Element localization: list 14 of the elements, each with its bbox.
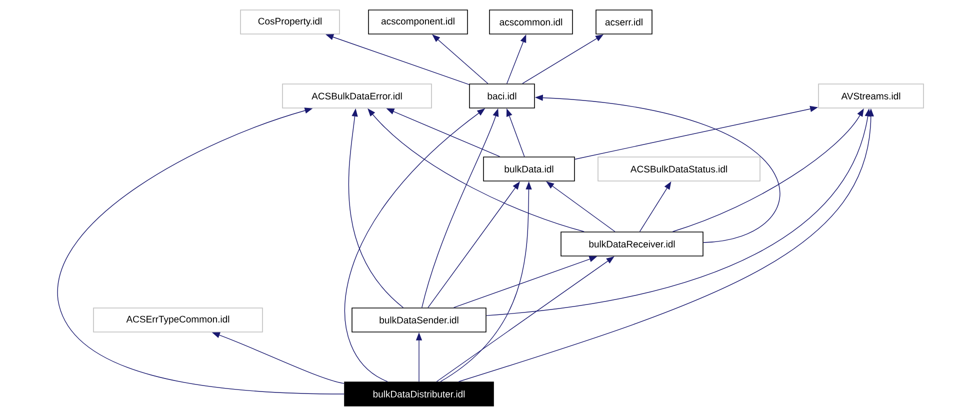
file-box: CosProperty.idl <box>240 10 340 34</box>
file-box: bulkDataDistributer.idl <box>344 382 494 406</box>
file-box: bulkDataSender.idl <box>352 308 486 332</box>
file-box: ACSBulkDataStatus.idl <box>598 156 760 182</box>
file-box: acserr.idl <box>596 10 652 34</box>
file-box: bulkData.idl <box>483 156 575 182</box>
file-box: ACSBulkDataError.idl <box>282 84 432 108</box>
file-box: ACSErrTypeCommon.idl <box>93 308 263 332</box>
file-box: acscomponent.idl <box>368 10 468 34</box>
arrow <box>58 108 344 394</box>
file-box: baci.idl <box>469 84 535 108</box>
file-box: AVStreams.idl <box>818 84 924 108</box>
file-box: acscommon.idl <box>489 10 573 34</box>
file-box: bulkDataReceiver.idl <box>560 232 704 256</box>
